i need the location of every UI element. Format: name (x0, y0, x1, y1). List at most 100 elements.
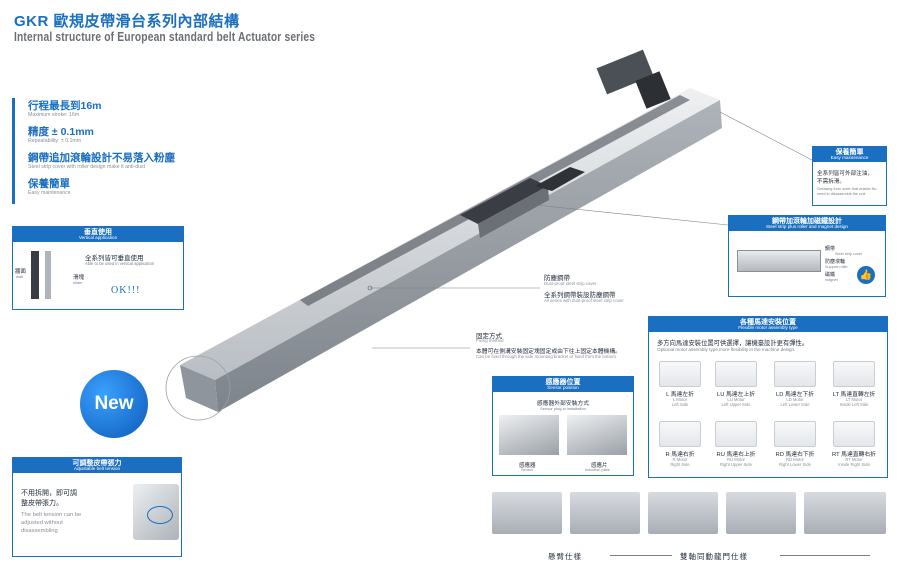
motor-option-code: LD 馬達左下折 (775, 392, 814, 398)
maintenance-box-header: 保養簡單 Easy maintenance (813, 147, 886, 163)
callout-line-strip (535, 204, 729, 226)
motor-gearbox (635, 71, 671, 109)
steel-strip-box: 鋼帶加滾輪加磁鐵設計 Steel strip plus roller and m… (728, 215, 886, 297)
maintenance-box-title-en: Easy maintenance (830, 155, 869, 161)
sensor-label-left-en: Sensor (521, 468, 534, 472)
sensor-subtitle: 感應器外部安裝方式 (536, 401, 590, 407)
motor-option-en-2: Right Side (670, 461, 690, 467)
feature-accent-bar (12, 98, 15, 204)
motor-option-ld: LD 馬達左下折 LD Motor Left Lower Side (770, 361, 820, 408)
carriage-side (478, 186, 549, 238)
feature-stroke-en: Maximum stroke: 16m (28, 112, 80, 118)
belt-tension-box: 可調整皮帶張力 Adjustable belt tension 不用拆開，即可調… (12, 457, 182, 557)
callout-fix-cn: 固定方式 (476, 333, 502, 340)
gantry-image-2 (570, 492, 640, 534)
maintenance-box-title: 保養簡單 (835, 149, 864, 156)
gantry-image-5 (804, 492, 886, 534)
motor-option-en-1: LD Motor (786, 397, 804, 402)
feature-dust-en: Steel strip cover with roller design mak… (28, 164, 146, 170)
carriage-top (460, 178, 548, 224)
gantry-image-3 (648, 492, 718, 534)
maintenance-desc-2: 不需拆滑。 (817, 179, 845, 185)
callout-dust-en: Dust-proof steel strip cover (544, 281, 597, 286)
callout-line-maint (719, 111, 813, 161)
thumbs-up-icon: 👍 (857, 266, 875, 284)
motor-option-en-2: Left Upper Side (721, 401, 751, 407)
motor-box-title: 各種馬達安裝位置 (740, 319, 796, 326)
motor-option-r: R 馬達右折 R Motor Right Side (655, 421, 705, 468)
tension-highlight-ring (147, 506, 173, 524)
motor-option-lt: LT 馬達直轉左折 LT Motor Inside Left Side (829, 361, 879, 408)
motor-option-en-1: RU Motor (727, 457, 745, 462)
vertical-box-title-en: Vertical application (78, 235, 118, 241)
tension-box-header: 可調整皮帶張力 Adjustable belt tension (13, 458, 181, 474)
slider-label-en: slider (73, 280, 83, 285)
motor-body (596, 49, 654, 95)
motor-option-code: LT 馬達直轉左折 (832, 392, 876, 398)
motor-option-code: L 馬達左折 (666, 392, 694, 398)
motor-option-en-2: Right Upper Side (720, 461, 752, 467)
rail-side-face (215, 100, 722, 412)
tension-desc-2: 整皮帶張力。 (21, 500, 63, 507)
motor-rd-icon (774, 421, 816, 447)
sensor-photo-right (567, 415, 627, 455)
gantry-image-4 (726, 492, 796, 534)
motor-option-code: LU 馬達左上折 (716, 392, 755, 398)
maintenance-desc-1: 全系列皆可外部注油， (817, 171, 873, 177)
motor-l-icon (659, 361, 701, 387)
motor-option-en-2: Inside Right Side (838, 461, 870, 467)
rail-end-cap (180, 365, 218, 412)
tension-desc-en: The belt tension can be adjusted without… (21, 512, 82, 534)
motor-option-code: RD 馬達右下折 (775, 452, 815, 458)
motor-lu-icon (715, 361, 757, 387)
motor-desc-en: Optional motor assembly type,more flexib… (657, 347, 796, 352)
motor-option-code: RU 馬達右上折 (716, 452, 756, 458)
sensor-box-header: 感應器位置 Sensor position (493, 377, 633, 393)
sensor-box-title: 感應器位置 (545, 379, 581, 386)
dual-axis-gantry-label: 雙軸同動龍門仕樣 (680, 552, 748, 561)
motor-lt-icon (833, 361, 875, 387)
sensor-box-title-en: Sensor position (547, 385, 579, 391)
feature-precision-en: Repeatability: ± 0.1mm (28, 138, 82, 144)
steel-strip-box-title-en: Steel strip plus roller and magnet desig… (766, 224, 848, 230)
motor-assembly-box: 各種馬達安裝位置 Flexible motor assembly type 多方… (648, 316, 888, 478)
feature-maintenance: 保養簡單 (28, 178, 70, 190)
motor-option-rt: RT 馬達直轉右折 RT Motor Inside Right Side (829, 421, 879, 468)
tension-box-title-en: Adjustable belt tension (73, 466, 121, 472)
motor-ru-icon (715, 421, 757, 447)
strip-label-2: 防塵滾輪 (825, 259, 846, 265)
motor-option-code: R 馬達右折 (665, 452, 695, 458)
motor-option-lu: LU 馬達左上折 LU Motor Left Upper Side (711, 361, 761, 408)
callout-dust-all-cn: 全系列鋼帶裝設防塵鋼帶 (544, 292, 616, 299)
wall-label: 牆面 (15, 269, 27, 275)
sensor-label-right-en: Induction plate (585, 468, 610, 472)
sensor-label-right: 感應片 (591, 463, 608, 469)
motor-option-en-2: Inside Left Side (839, 401, 869, 407)
sensor-label-left: 感應器 (519, 463, 536, 469)
slider-label: 滑塊 (73, 275, 85, 281)
callout-fix-desc-cn: 本體可在側溝安裝固定塊固定或由下往上固定本體機構。 (476, 349, 621, 355)
motor-ld-icon (774, 361, 816, 387)
gantry-image-1 (492, 492, 562, 534)
rail-vertical-graphic (45, 251, 51, 299)
motor-option-en-2: Left Side (671, 401, 689, 407)
feature-stroke: 行程最長到16m (28, 100, 102, 112)
sensor-photo-left (499, 415, 559, 455)
motor-option-en-1: LT Motor (845, 397, 863, 402)
motor-option-rd: RD 馬達右下折 RD Motor Right Lower Side (770, 421, 820, 468)
vertical-application-box: 垂直使用 Vertical application 牆面 wall 滑塊 sli… (12, 226, 184, 310)
motor-option-ru: RU 馬達右上折 RU Motor Right Upper Side (711, 421, 761, 468)
callout-dust-cn: 防塵鋼帶 (544, 275, 570, 282)
feature-maintenance-en: Easy maintenance (28, 190, 71, 196)
rail-top-face (180, 88, 720, 380)
motor-box-header: 各種馬達安裝位置 Flexible motor assembly type (649, 317, 887, 333)
motor-option-l: L 馬達左折 L Motor Left Side (655, 361, 705, 408)
tension-desc-1: 不用拆開，即可調 (21, 490, 77, 497)
ok-text: OK!!! (111, 285, 141, 296)
steel-strip-box-header: 鋼帶加滾輪加磁鐵設計 Steel strip plus roller and m… (729, 216, 885, 232)
vertical-desc-en: Able to be used in vertical application (85, 261, 155, 266)
vertical-desc: 全系列皆可垂直使用 (85, 255, 144, 262)
motor-option-code: RT 馬達直轉右折 (832, 452, 876, 458)
motor-option-en-2: Right Lower Side (779, 461, 811, 467)
cantilever-label: 懸臂仕樣 (548, 552, 582, 561)
